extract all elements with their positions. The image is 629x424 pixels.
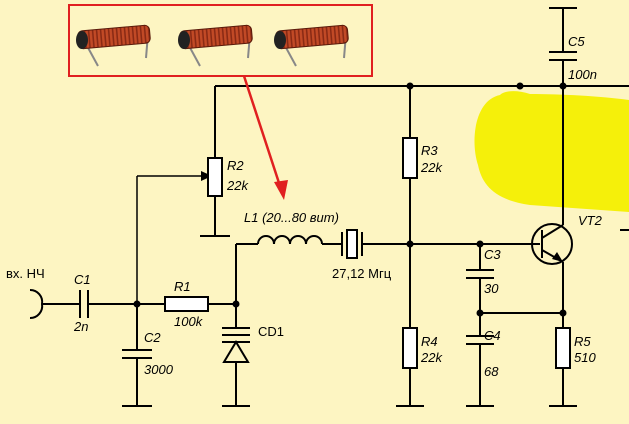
label-input: вх. НЧ (6, 266, 45, 281)
wires (29, 7, 629, 407)
resistor-r3 (402, 137, 418, 179)
transistor-vt2 (531, 223, 573, 265)
resistor-r5 (555, 327, 571, 369)
inductor-coil-icon (274, 24, 349, 67)
label-r2-value: 22k (226, 178, 249, 193)
label-r3: R3 (421, 143, 438, 158)
label-r5: R5 (574, 334, 591, 349)
label-c2: C2 (144, 330, 161, 345)
label-c4: C4 (484, 328, 501, 343)
inductor-coil-icon (76, 24, 151, 67)
label-c1-value: 2n (73, 319, 88, 334)
label-c5-value: 100n (568, 67, 597, 82)
label-crystal: 27,12 Мгц (332, 266, 392, 281)
inductor-l1 (257, 235, 323, 245)
label-c3: C3 (484, 247, 501, 262)
label-r2: R2 (227, 158, 244, 173)
label-c4-value: 68 (484, 364, 499, 379)
resistor-r4 (402, 327, 418, 369)
yellow-highlight (474, 91, 629, 212)
label-r4-value: 22k (420, 350, 443, 365)
label-c2-value: 3000 (144, 362, 174, 377)
inductor-coil-icon (178, 24, 253, 67)
label-vt2: VT2 (578, 213, 603, 228)
label-c3-value: 30 (484, 281, 499, 296)
label-r5-value: 510 (574, 350, 596, 365)
label-c5: C5 (568, 34, 585, 49)
label-l1: L1 (20...80 вит) (244, 210, 339, 225)
label-cd1: CD1 (258, 324, 284, 339)
resistor-r1 (164, 296, 209, 312)
resistor-r2 (207, 157, 223, 197)
label-r1: R1 (174, 279, 191, 294)
red-pointer-arrow (242, 75, 288, 200)
label-r4: R4 (421, 334, 438, 349)
label-r3-value: 22k (420, 160, 443, 175)
junction-dots (133, 82, 567, 317)
label-r1-value: 100k (174, 314, 204, 329)
label-c1: C1 (74, 272, 91, 287)
